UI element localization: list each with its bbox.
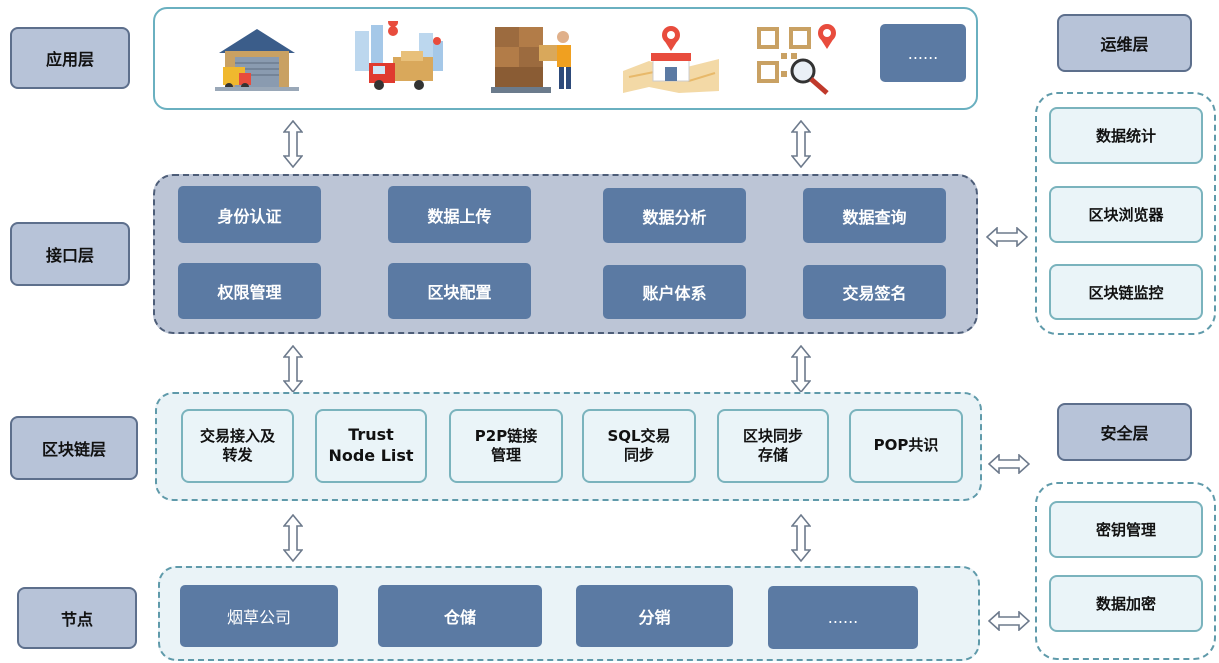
blockchain-card-p2p[interactable]: P2P链接管理	[449, 409, 563, 483]
interface-button-signature[interactable]: 交易签名	[803, 265, 946, 319]
warehouse-icon	[212, 22, 302, 94]
application-more-button[interactable]: ......	[880, 24, 966, 82]
card-line-2: 同步	[623, 446, 654, 464]
node-button-more[interactable]: ......	[768, 586, 918, 649]
ops-item-chain-monitor[interactable]: 区块链监控	[1049, 264, 1203, 320]
arrow-blockchain-node-right	[791, 514, 811, 562]
card-line-1: 区块同步	[742, 426, 803, 445]
card-line-2: 转发	[222, 446, 253, 464]
qr-code-scan-icon	[750, 18, 846, 98]
blockchain-layer-box	[155, 392, 982, 501]
blockchain-card-pop-consensus[interactable]: POP共识	[849, 409, 963, 483]
worker-boxes-icon	[488, 18, 584, 96]
interface-button-analysis[interactable]: 数据分析	[603, 188, 746, 243]
interface-button-account[interactable]: 账户体系	[603, 265, 746, 319]
arrow-interface-ops	[986, 227, 1028, 247]
blockchain-card-block-sync[interactable]: 区块同步存储	[717, 409, 829, 483]
node-button-distribution[interactable]: 分销	[576, 585, 733, 647]
layer-label-application: 应用层	[10, 27, 130, 89]
arrow-interface-blockchain-right	[791, 345, 811, 393]
interface-button-block-config[interactable]: 区块配置	[388, 263, 531, 319]
arrow-node-security	[988, 611, 1030, 631]
arrow-interface-blockchain-left	[283, 345, 303, 393]
card-line-2: Node List	[328, 446, 414, 465]
card-line-1: Trust	[348, 425, 394, 445]
ops-item-statistics[interactable]: 数据统计	[1049, 107, 1203, 164]
node-button-warehouse[interactable]: 仓储	[378, 585, 542, 647]
layer-label-interface: 接口层	[10, 222, 130, 286]
node-button-tobacco-company[interactable]: 烟草公司	[180, 585, 338, 647]
card-line-1: 交易接入及	[199, 426, 275, 445]
arrow-app-interface-right	[791, 120, 811, 168]
interface-button-query[interactable]: 数据查询	[803, 188, 946, 243]
card-line-1: SQL交易	[607, 426, 671, 445]
interface-button-identity[interactable]: 身份认证	[178, 186, 321, 243]
arrow-app-interface-left	[283, 120, 303, 168]
ops-layer-label: 运维层	[1057, 14, 1192, 72]
store-map-icon	[618, 20, 724, 96]
blockchain-card-sql-sync[interactable]: SQL交易同步	[582, 409, 696, 483]
card-line-2: 管理	[490, 446, 521, 464]
layer-label-node: 节点	[17, 587, 137, 649]
card-line-2: 存储	[757, 446, 788, 464]
card-line-1: P2P链接	[474, 426, 538, 445]
blockchain-card-tx-access[interactable]: 交易接入及转发	[181, 409, 294, 483]
delivery-truck-icon	[348, 20, 448, 96]
card-line-1: POP共识	[873, 436, 939, 455]
security-item-key-management[interactable]: 密钥管理	[1049, 501, 1203, 558]
ops-item-block-explorer[interactable]: 区块浏览器	[1049, 186, 1203, 243]
security-layer-label: 安全层	[1057, 403, 1192, 461]
layer-label-blockchain: 区块链层	[10, 416, 138, 480]
security-item-data-encryption[interactable]: 数据加密	[1049, 575, 1203, 632]
arrow-blockchain-node-left	[283, 514, 303, 562]
interface-button-upload[interactable]: 数据上传	[388, 186, 531, 243]
arrow-blockchain-security	[988, 454, 1030, 474]
interface-button-permission[interactable]: 权限管理	[178, 263, 321, 319]
